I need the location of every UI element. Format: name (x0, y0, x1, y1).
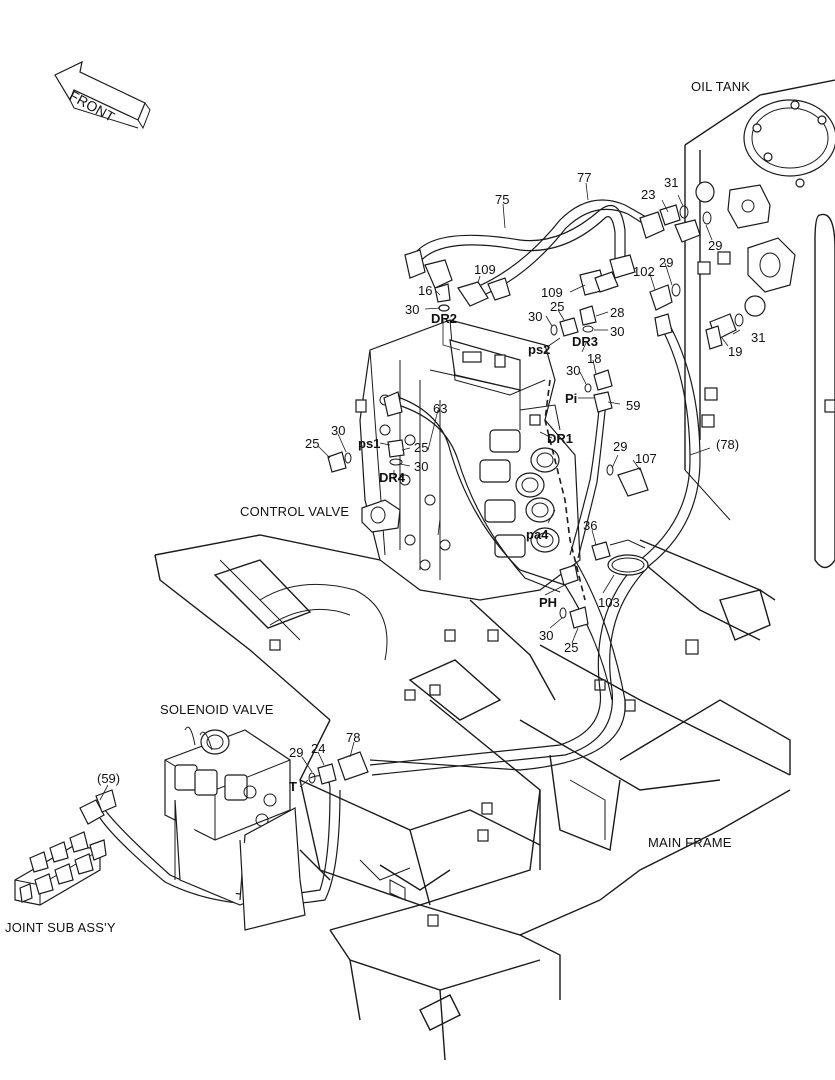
front-arrow-icon (54, 60, 151, 130)
callout-30-ph: 30 (539, 628, 554, 643)
callout-25-ph: 25 (564, 640, 579, 655)
callout-78-ref: (78) (716, 437, 740, 452)
callout-59-ref: (59) (97, 771, 121, 786)
callout-29-107: 29 (613, 439, 628, 454)
callout-16: 16 (418, 283, 433, 298)
callout-59: 59 (626, 398, 641, 413)
label-joint-sub-assy: JOINT SUB ASS'Y (5, 920, 116, 935)
callout-36: 36 (583, 518, 598, 533)
callout-19: 19 (728, 344, 743, 359)
port-ps1: ps1 (358, 436, 381, 451)
callout-30-dr3: 30 (610, 324, 625, 339)
callout-25-ps2: 25 (550, 299, 565, 314)
callout-24: 24 (311, 741, 326, 756)
callout-29-top: 29 (708, 238, 723, 253)
callout-23: 23 (641, 187, 656, 202)
label-solenoid-valve: SOLENOID VALVE (160, 702, 274, 717)
callout-25-ps1: 25 (305, 436, 320, 451)
label-control-valve: CONTROL VALVE (240, 504, 350, 519)
callout-107: 107 (635, 451, 657, 466)
callout-28: 28 (610, 305, 625, 320)
callout-30-ps1: 30 (331, 423, 346, 438)
oil-tank (684, 79, 835, 569)
callout-29-102: 29 (659, 255, 674, 270)
joint-sub-assy (14, 831, 107, 906)
port-dr1: DR1 (547, 431, 574, 446)
callout-30-dr2: 30 (405, 302, 420, 317)
port-pa4: pa4 (526, 527, 549, 542)
port-t: T (289, 779, 297, 794)
callout-25-dr4: 25 (414, 440, 429, 455)
main-frame (154, 534, 791, 1061)
port-dr2: DR2 (431, 311, 458, 326)
callout-63: 63 (433, 401, 448, 416)
callout-109-right: 109 (541, 285, 563, 300)
callout-30-ps2: 30 (528, 309, 543, 324)
callout-102: 102 (633, 264, 655, 279)
port-ps2: ps2 (528, 342, 551, 357)
callout-29-t: 29 (289, 745, 304, 760)
fittings (79, 204, 744, 825)
callout-30-pi: 30 (566, 363, 581, 378)
label-main-frame: MAIN FRAME (648, 835, 732, 850)
label-oil-tank: OIL TANK (691, 79, 751, 94)
port-ph: PH (539, 595, 558, 610)
leader-lines (99, 182, 741, 801)
control-valve-body (355, 319, 586, 601)
callout-109-left: 109 (474, 262, 496, 277)
port-pi: Pi (565, 391, 578, 406)
callout-31-top: 31 (664, 175, 679, 190)
callout-75: 75 (495, 192, 510, 207)
callout-31-right: 31 (751, 330, 766, 345)
callout-18: 18 (587, 351, 602, 366)
callout-30-dr4: 30 (414, 459, 429, 474)
callout-103: 103 (598, 595, 620, 610)
port-dr3: DR3 (572, 334, 599, 349)
port-dr4: DR4 (379, 470, 406, 485)
callout-78: 78 (346, 730, 361, 745)
callout-77: 77 (577, 170, 592, 185)
solenoid-valve (164, 726, 306, 931)
